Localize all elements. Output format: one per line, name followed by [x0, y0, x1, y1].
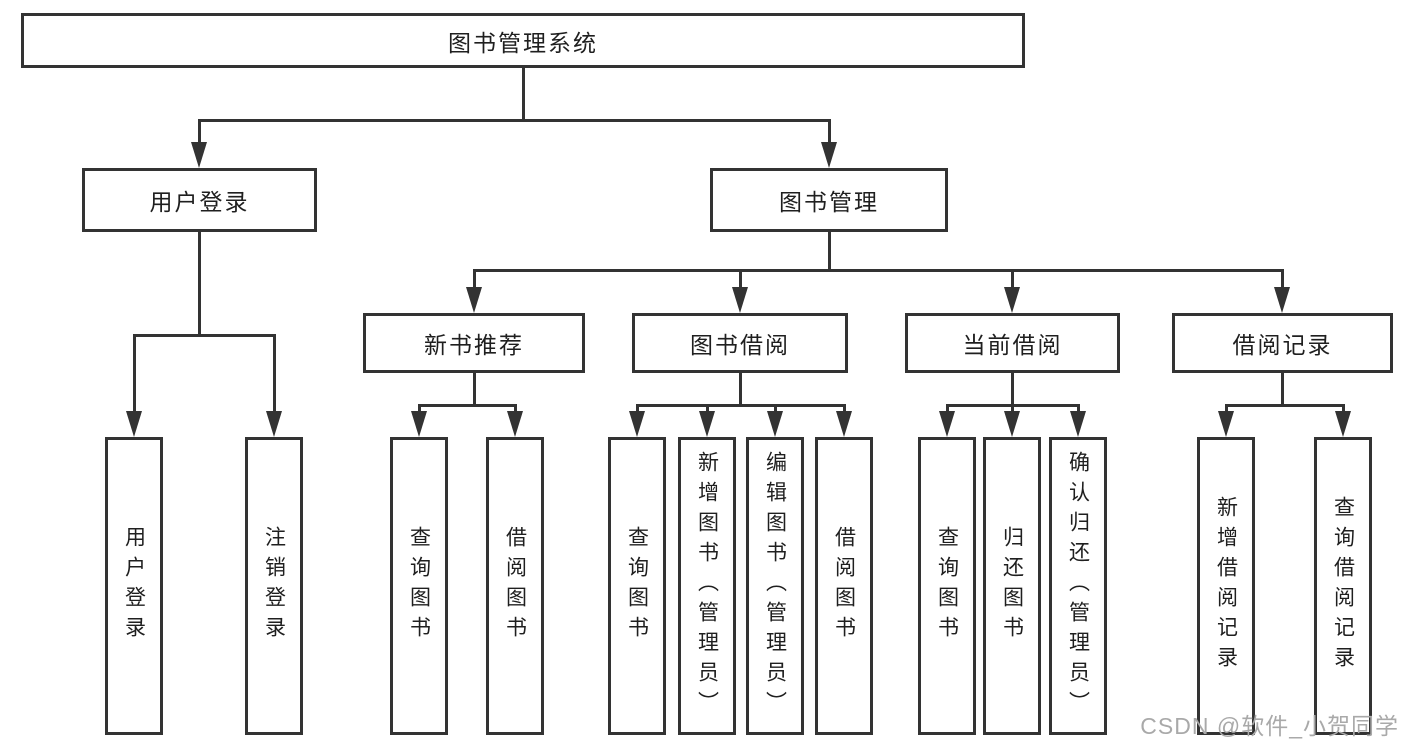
arrowhead-down-icon [507, 411, 523, 437]
connector [1011, 373, 1014, 407]
connector [198, 119, 831, 122]
connector [133, 334, 136, 414]
connector [828, 232, 831, 272]
connector [418, 404, 421, 414]
node-book-management: 图书管理 [710, 168, 948, 232]
arrowhead-down-icon [629, 411, 645, 437]
arrowhead-down-icon [1004, 411, 1020, 437]
leaf-label: 借阅图书 [832, 526, 856, 646]
leaf-query-books-3: 查询图书 [918, 437, 976, 735]
leaf-label: 注销登录 [262, 526, 286, 646]
leaf-edit-books-admin: 编辑图书（管理员） [746, 437, 804, 735]
connector [706, 404, 709, 414]
leaf-confirm-return-admin: 确认归还（管理员） [1049, 437, 1107, 735]
node-book-borrow-label: 图书借阅 [690, 332, 790, 358]
node-user-login: 用户登录 [82, 168, 317, 232]
arrowhead-down-icon [266, 411, 282, 437]
node-root-label: 图书管理系统 [448, 29, 598, 56]
node-new-book-recommend: 新书推荐 [363, 313, 585, 373]
connector [843, 404, 846, 414]
leaf-label: 确认归还（管理员） [1066, 451, 1090, 721]
connector [473, 373, 476, 407]
arrowhead-down-icon [1070, 411, 1086, 437]
leaf-label: 归还图书 [1000, 526, 1024, 646]
leaf-query-borrow-record: 查询借阅记录 [1314, 437, 1372, 735]
connector [946, 404, 949, 414]
leaf-label: 编辑图书（管理员） [763, 451, 787, 721]
leaf-query-books-2: 查询图书 [608, 437, 666, 735]
leaf-return-books: 归还图书 [983, 437, 1041, 735]
arrowhead-down-icon [699, 411, 715, 437]
connector [1342, 404, 1345, 414]
leaf-label: 查询图书 [935, 526, 959, 646]
connector [1077, 404, 1080, 414]
leaf-logout: 注销登录 [245, 437, 303, 735]
connector [739, 373, 742, 407]
node-root: 图书管理系统 [21, 13, 1025, 68]
arrowhead-down-icon [1274, 287, 1290, 313]
connector [418, 404, 517, 407]
leaf-label: 查询图书 [407, 526, 431, 646]
connector [1011, 404, 1014, 414]
arrowhead-down-icon [1004, 287, 1020, 313]
connector [473, 269, 476, 291]
leaf-user-login: 用户登录 [105, 437, 163, 735]
connector [774, 404, 777, 414]
leaf-label: 新增图书（管理员） [695, 451, 719, 721]
connector [1281, 373, 1284, 407]
leaf-add-books-admin: 新增图书（管理员） [678, 437, 736, 735]
csdn-watermark: CSDN @软件_小贺同学 [1140, 713, 1399, 739]
leaf-label: 查询借阅记录 [1331, 496, 1355, 676]
arrowhead-down-icon [821, 142, 837, 168]
leaf-borrow-books-1: 借阅图书 [486, 437, 544, 735]
connector [739, 269, 742, 291]
arrowhead-down-icon [939, 411, 955, 437]
arrowhead-down-icon [191, 142, 207, 168]
node-book-borrow: 图书借阅 [632, 313, 848, 373]
connector [828, 119, 831, 147]
node-current-borrow: 当前借阅 [905, 313, 1120, 373]
arrowhead-down-icon [466, 287, 482, 313]
connector [1225, 404, 1228, 414]
connector [1225, 404, 1345, 407]
connector [1281, 269, 1284, 291]
node-user-login-label: 用户登录 [149, 189, 250, 215]
arrowhead-down-icon [126, 411, 142, 437]
node-new-book-recommend-label: 新书推荐 [424, 332, 524, 358]
node-current-borrow-label: 当前借阅 [962, 332, 1063, 358]
node-borrow-records: 借阅记录 [1172, 313, 1393, 373]
leaf-label: 查询图书 [625, 526, 649, 646]
connector [636, 404, 846, 407]
connector [273, 334, 276, 414]
connector [198, 119, 201, 147]
connector [473, 269, 1284, 272]
leaf-label: 用户登录 [122, 526, 146, 646]
arrowhead-down-icon [836, 411, 852, 437]
connector [1011, 269, 1014, 291]
connector [636, 404, 639, 414]
leaf-label: 新增借阅记录 [1214, 496, 1238, 676]
arrowhead-down-icon [732, 287, 748, 313]
arrowhead-down-icon [1335, 411, 1351, 437]
arrowhead-down-icon [767, 411, 783, 437]
node-book-management-label: 图书管理 [779, 189, 879, 215]
leaf-add-borrow-record: 新增借阅记录 [1197, 437, 1255, 735]
connector [514, 404, 517, 414]
connector [198, 232, 201, 337]
node-borrow-records-label: 借阅记录 [1232, 332, 1333, 358]
leaf-label: 借阅图书 [503, 526, 527, 646]
arrowhead-down-icon [1218, 411, 1234, 437]
leaf-query-books-1: 查询图书 [390, 437, 448, 735]
connector [133, 334, 276, 337]
connector [522, 68, 525, 122]
arrowhead-down-icon [411, 411, 427, 437]
leaf-borrow-books-2: 借阅图书 [815, 437, 873, 735]
